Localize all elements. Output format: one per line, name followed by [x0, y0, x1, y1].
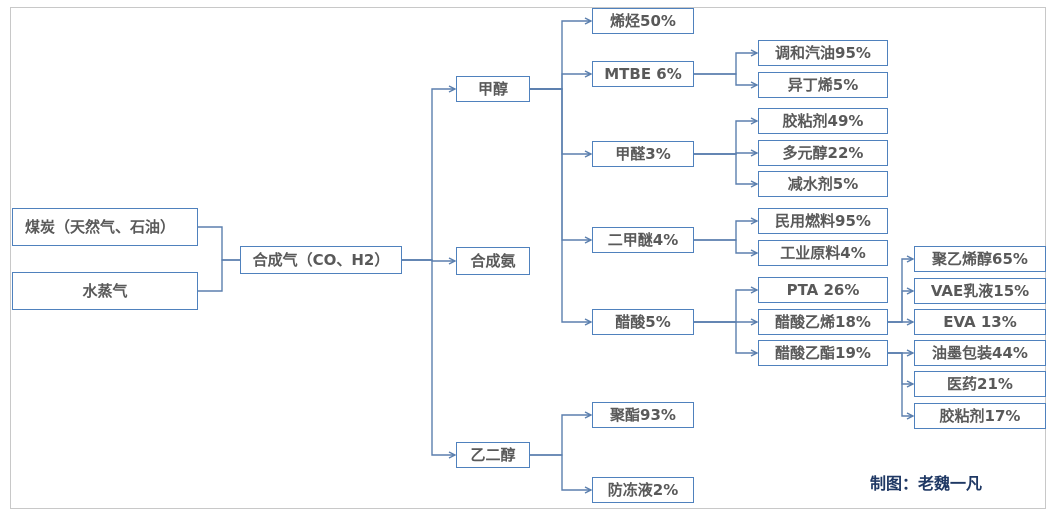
connector-vinyl_acetate-vae: [888, 291, 913, 323]
connector-ethyl_acetate-medicine: [888, 352, 913, 384]
connector-coal-syngas: [198, 226, 240, 261]
node-adhesive-17: 胶粘剂17%: [914, 403, 1046, 429]
node-pva: 聚乙烯醇65%: [914, 246, 1046, 272]
node-polyol: 多元醇22%: [758, 140, 888, 166]
node-isobutylene: 异丁烯5%: [758, 72, 888, 98]
connector-methanol-olefin: [530, 21, 591, 90]
node-water-reducer: 减水剂5%: [758, 171, 888, 197]
node-adhesive-49: 胶粘剂49%: [758, 108, 888, 134]
node-dme: 二甲醚4%: [592, 227, 694, 253]
node-steam: 水蒸气: [12, 272, 198, 310]
node-vae: VAE乳液15%: [914, 278, 1046, 304]
node-olefin: 烯烃50%: [592, 8, 694, 34]
node-ammonia: 合成氨: [456, 247, 530, 275]
connector-ethyl_acetate-adhesive_17: [888, 352, 913, 416]
connector-formaldehyde-water_reducer: [694, 153, 757, 184]
node-eva: EVA 13%: [914, 309, 1046, 335]
node-coal: 煤炭（天然气、石油）: [12, 208, 198, 246]
node-industrial-material: 工业原料4%: [758, 240, 888, 266]
connector-methanol-acetic_acid: [530, 88, 591, 322]
node-glycol: 乙二醇: [456, 442, 530, 468]
node-formaldehyde: 甲醛3%: [592, 141, 694, 167]
connector-dme-civil_fuel: [694, 221, 757, 241]
node-blended-gasoline: 调和汽油95%: [758, 40, 888, 66]
node-pta: PTA 26%: [758, 277, 888, 303]
node-acetic-acid: 醋酸5%: [592, 309, 694, 335]
connector-glycol-polyester: [530, 415, 591, 456]
connector-steam-syngas: [198, 259, 240, 292]
connector-glycol-antifreeze: [530, 454, 591, 490]
node-syngas: 合成气（CO、H2）: [240, 246, 402, 274]
connector-methanol-formaldehyde: [530, 88, 591, 154]
connector-methanol-dme: [530, 88, 591, 240]
connector-acetic_acid-pta: [694, 290, 757, 323]
connector-methanol-mtbe: [530, 74, 591, 90]
node-vinyl-acetate: 醋酸乙烯18%: [758, 309, 888, 335]
node-mtbe: MTBE 6%: [592, 61, 694, 87]
node-polyester: 聚酯93%: [592, 402, 694, 428]
node-methanol: 甲醇: [456, 76, 530, 102]
connector-syngas-methanol: [402, 89, 455, 261]
connector-syngas-glycol: [402, 259, 455, 455]
node-civil-fuel: 民用燃料95%: [758, 208, 888, 234]
connector-acetic_acid-ethyl_acetate: [694, 321, 757, 353]
node-ink-packaging: 油墨包装44%: [914, 340, 1046, 366]
connector-mtbe-blended_gasoline: [694, 53, 757, 75]
connector-mtbe-isobutylene: [694, 73, 757, 85]
node-medicine: 医药21%: [914, 371, 1046, 397]
node-antifreeze: 防冻液2%: [592, 477, 694, 503]
credit-label: 制图：老魏一凡: [870, 474, 983, 493]
connector-formaldehyde-adhesive_49: [694, 121, 757, 155]
connector-dme-industrial_material: [694, 239, 757, 253]
node-ethyl-acetate: 醋酸乙酯19%: [758, 340, 888, 366]
